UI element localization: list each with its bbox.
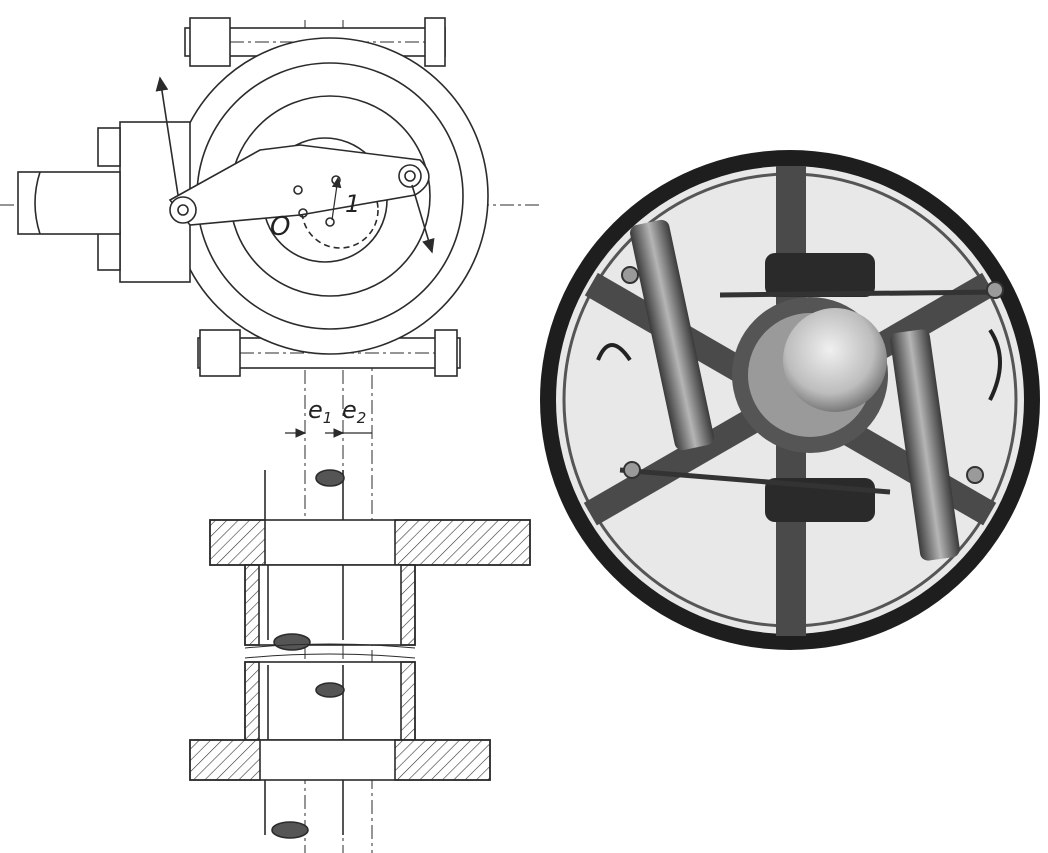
label-center-o: O [270,212,290,242]
label-e1: e1 [308,396,332,427]
section-view-drawing [189,469,531,839]
upper-weight [765,253,875,297]
arrow-small [331,176,342,221]
label-e2: e2 [342,396,366,427]
arrow-down-right [411,184,435,254]
left-flange [17,121,191,283]
eccentric-circle [301,171,379,249]
lower-housing [244,661,416,741]
left-pivot [169,196,197,224]
hub-disc [783,308,887,412]
upper-housing [244,564,416,646]
top-view-drawing [0,17,540,853]
lever-arm [168,144,430,226]
right-pivot [398,164,422,188]
right-spring [890,329,960,561]
flywheel-governor-photo [540,150,1040,650]
left-spring [630,219,714,451]
arrow-up-left [155,76,179,196]
label-point-1: 1 [345,190,360,218]
